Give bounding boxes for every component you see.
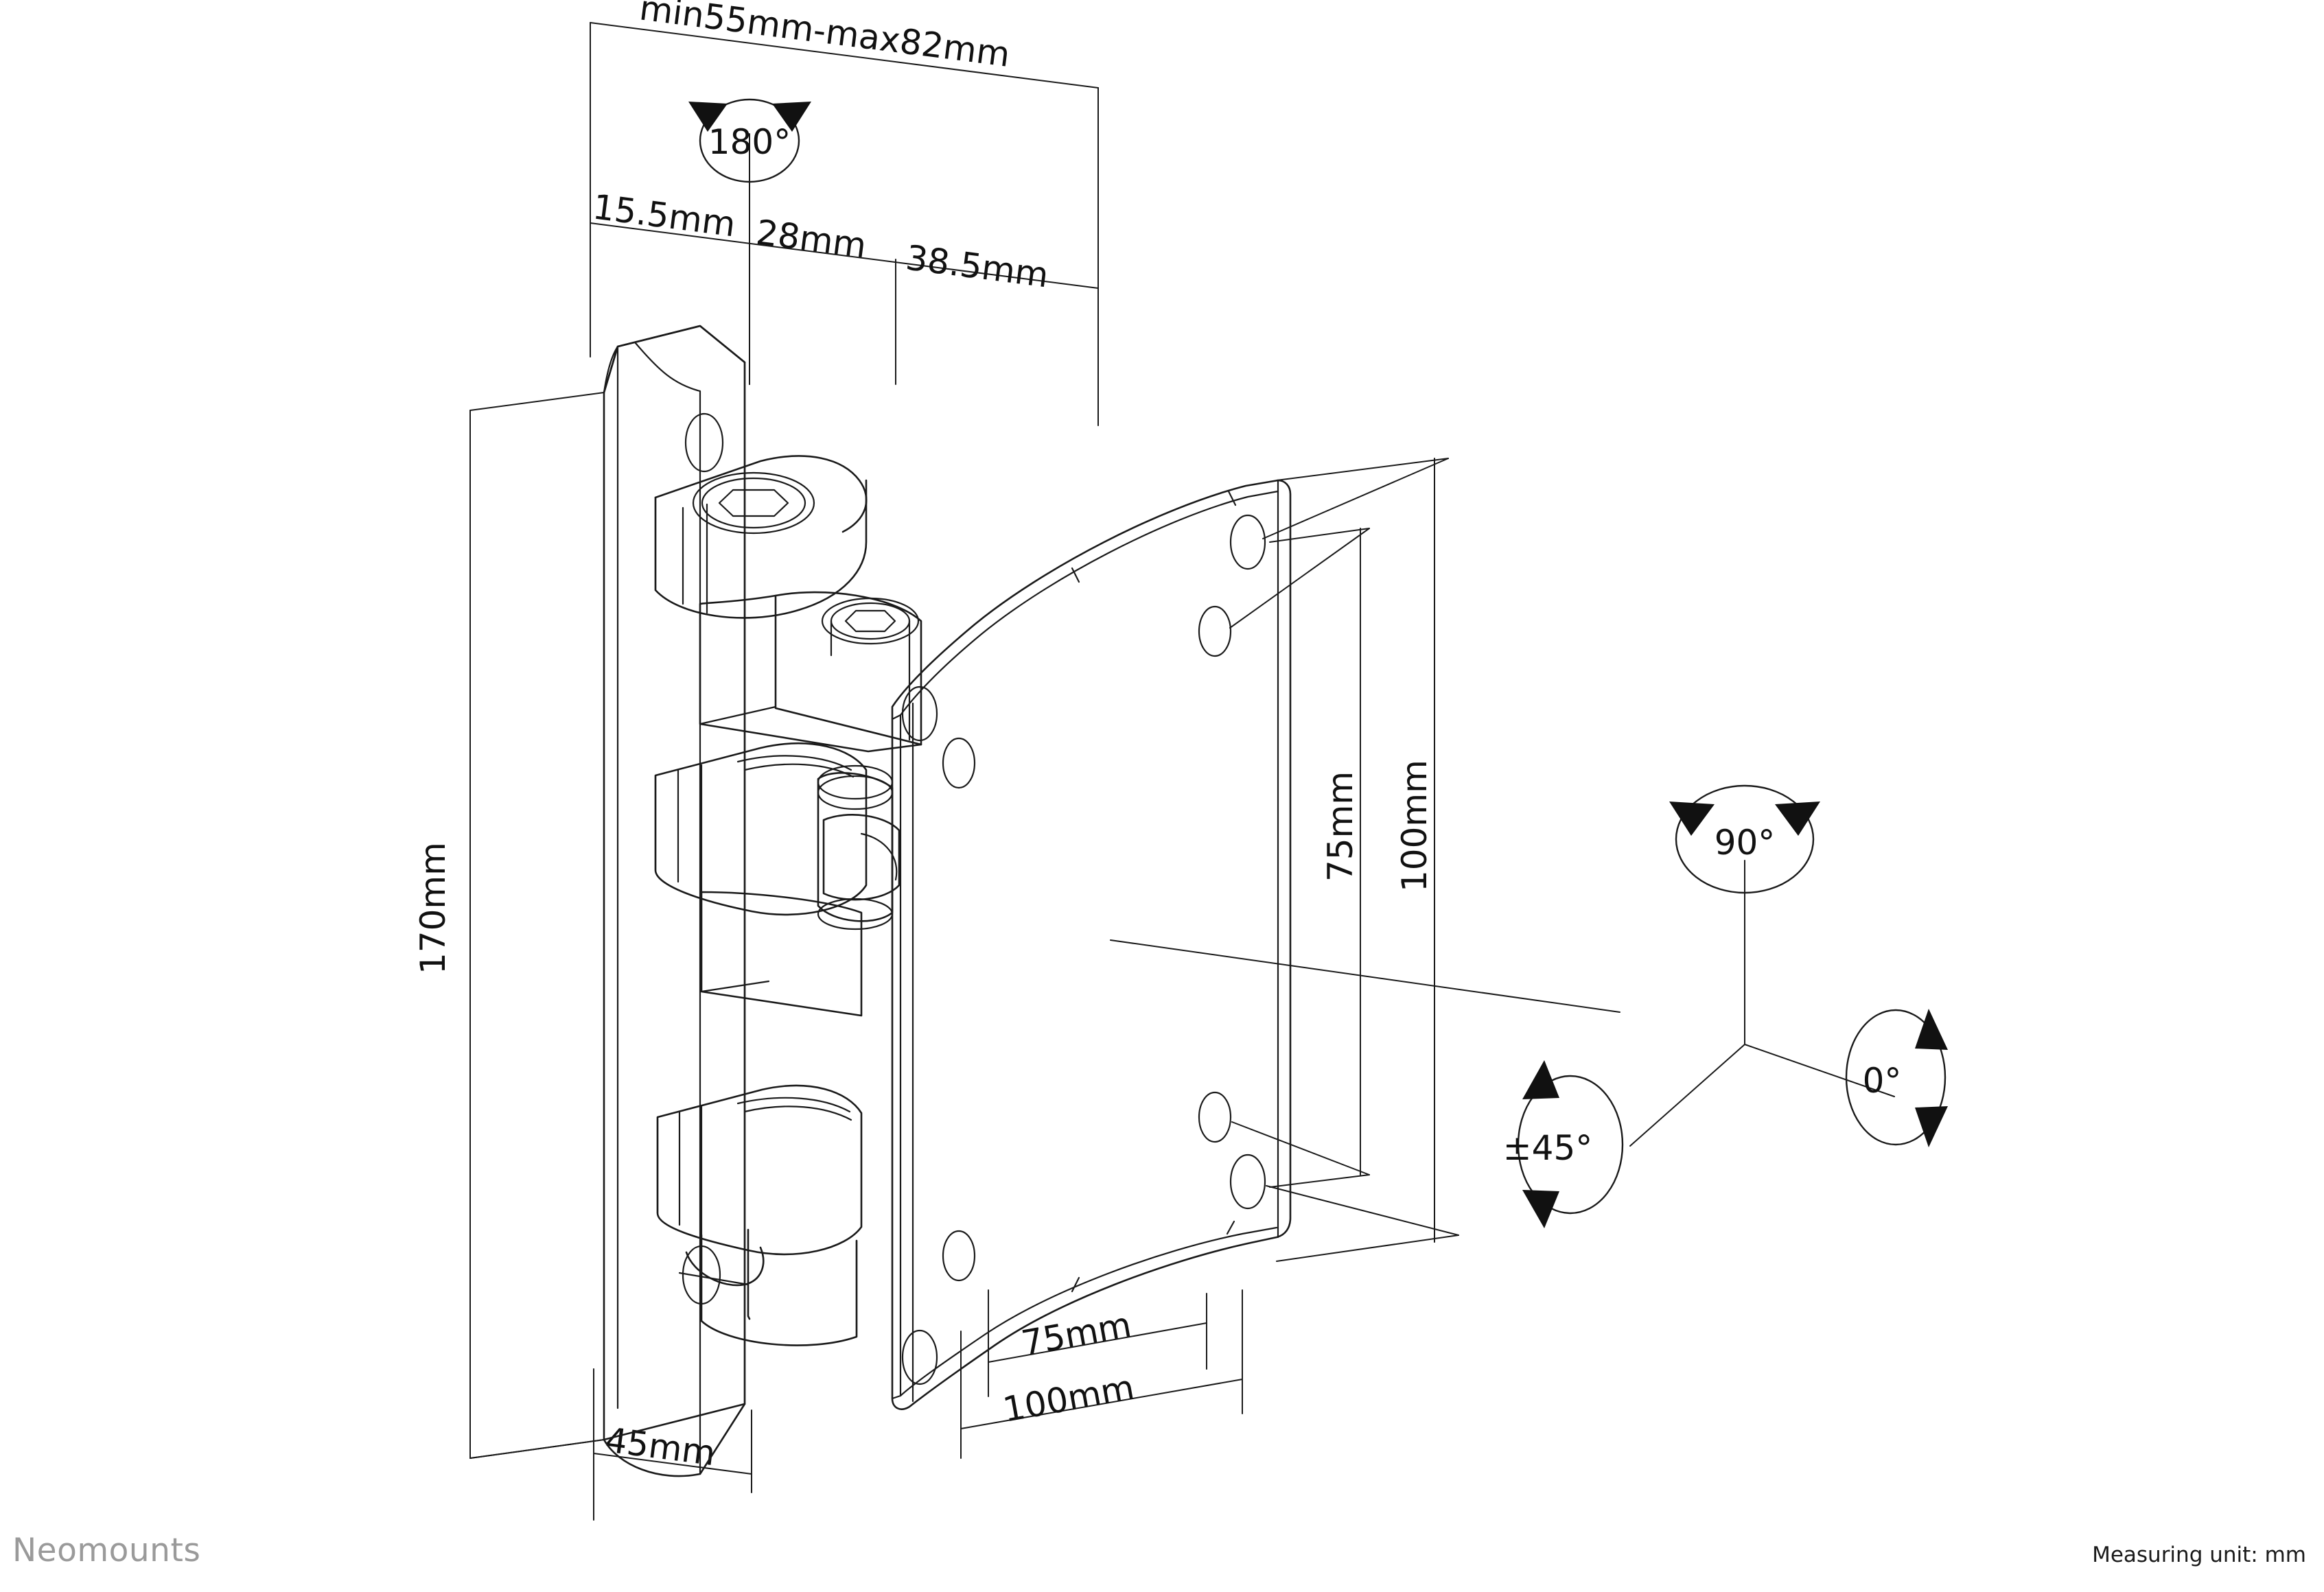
wall-plate [603, 325, 746, 1477]
vesa-hole-top-right [1229, 514, 1266, 570]
rotation-0-label: 0° [1863, 1061, 1902, 1101]
vesa-hole-inner-bottom-left [942, 1230, 976, 1282]
vesa-hole-inner-bottom-right [1198, 1091, 1232, 1143]
upper-hinge-knuckle [654, 455, 868, 619]
rotation-0-symbol: 0° [1845, 1009, 1948, 1147]
upper-arm-link [699, 591, 922, 753]
vesa-hole-bottom-left [901, 1329, 938, 1385]
right-dimension-group: 100mm 75mm [1269, 458, 1459, 1262]
dim-vesa-height-small: 75mm [1321, 771, 1360, 882]
rotation-90-symbol: 90° [1669, 784, 1820, 894]
lower-link [700, 1234, 858, 1346]
tilt-45-symbol: ±45° [1503, 1060, 1624, 1228]
dim-vesa-height-large: 100mm [1395, 760, 1434, 892]
vesa-plate [891, 458, 1620, 1410]
vesa-hole-inner-top-right [1198, 605, 1232, 657]
axis-triad [1629, 860, 1895, 1147]
measuring-unit-note: Measuring unit: mm [2092, 1543, 2306, 1567]
left-dimension-170: 170mm [413, 392, 605, 1459]
vesa-hole-inner-top-left [942, 737, 976, 789]
lower-hinge-knuckle [656, 1084, 863, 1320]
dim-wall-plate-height: 170mm [413, 842, 453, 974]
rotation-180-label: 180° [708, 122, 791, 162]
vesa-hole-top-left [901, 686, 938, 742]
vesa-hole-bottom-right [1229, 1154, 1266, 1210]
rotation-180-symbol: 180° [688, 98, 811, 385]
middle-link-swivel [700, 764, 900, 1017]
brand-logo: Neomounts [12, 1532, 201, 1569]
tilt-45-label: ±45° [1503, 1128, 1593, 1168]
rotation-90-label: 90° [1715, 823, 1776, 863]
